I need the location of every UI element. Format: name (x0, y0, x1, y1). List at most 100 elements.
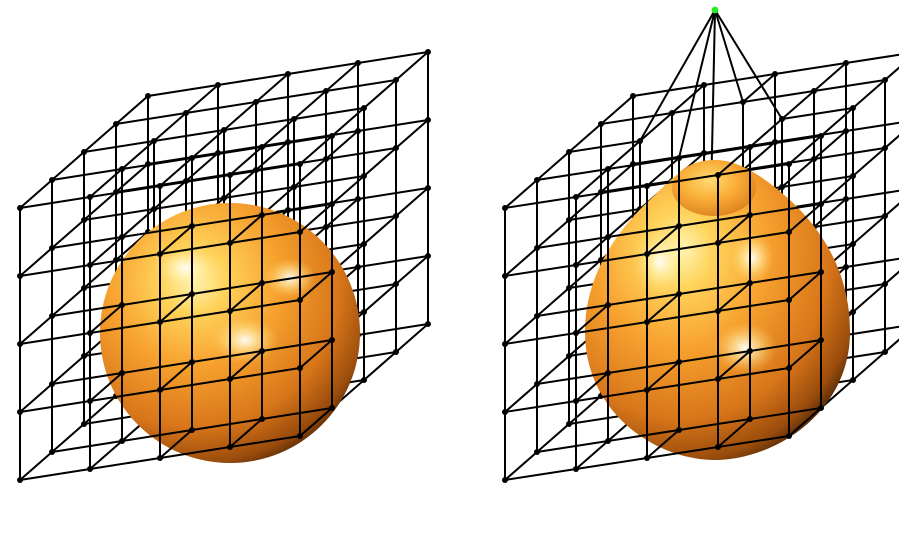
control-point (850, 241, 856, 247)
control-point (17, 273, 23, 279)
control-point (779, 184, 785, 190)
control-point (227, 172, 233, 178)
control-point (779, 116, 785, 122)
control-point (81, 217, 87, 223)
control-point (644, 455, 650, 461)
control-point (573, 330, 579, 336)
control-point (669, 110, 675, 116)
control-point (259, 144, 265, 150)
control-point (786, 433, 792, 439)
control-point (818, 405, 824, 411)
control-point (189, 155, 195, 161)
control-point (17, 341, 23, 347)
control-point (534, 313, 540, 319)
control-point (87, 330, 93, 336)
panel-undeformed (17, 49, 431, 483)
control-point (566, 421, 572, 427)
control-point (361, 173, 367, 179)
control-point (259, 348, 265, 354)
control-point (157, 319, 163, 325)
control-point (566, 285, 572, 291)
control-point (297, 365, 303, 371)
control-point (17, 205, 23, 211)
control-point (393, 281, 399, 287)
control-point (786, 161, 792, 167)
control-point (747, 280, 753, 286)
control-point (818, 269, 824, 275)
control-point (811, 88, 817, 94)
control-point (227, 240, 233, 246)
control-point (291, 116, 297, 122)
control-point (850, 309, 856, 315)
control-point (183, 110, 189, 116)
control-point (843, 60, 849, 66)
control-point (329, 405, 335, 411)
control-point (361, 241, 367, 247)
control-point (297, 161, 303, 167)
control-point (818, 201, 824, 207)
control-point (598, 121, 604, 127)
control-point (323, 224, 329, 230)
control-point (81, 421, 87, 427)
control-point (215, 82, 221, 88)
control-point (49, 313, 55, 319)
control-point (17, 409, 23, 415)
control-point (843, 196, 849, 202)
control-point (329, 337, 335, 343)
control-point (676, 291, 682, 297)
lattice-edge (715, 10, 782, 119)
control-point (361, 309, 367, 315)
control-point (361, 377, 367, 383)
control-point (297, 229, 303, 235)
control-point (630, 93, 636, 99)
control-point (49, 245, 55, 251)
control-point (747, 212, 753, 218)
control-point (113, 121, 119, 127)
control-point (644, 251, 650, 257)
control-point (49, 381, 55, 387)
control-point (502, 477, 508, 483)
control-point (573, 262, 579, 268)
control-point (502, 273, 508, 279)
control-point (676, 359, 682, 365)
control-point (534, 449, 540, 455)
control-point (119, 234, 125, 240)
control-point (425, 253, 431, 259)
control-point (573, 466, 579, 472)
control-point (87, 194, 93, 200)
control-point (644, 183, 650, 189)
control-point (850, 173, 856, 179)
control-point (157, 387, 163, 393)
control-point (747, 144, 753, 150)
control-point (502, 409, 508, 415)
control-point (87, 262, 93, 268)
control-point (189, 359, 195, 365)
control-point (355, 60, 361, 66)
control-point (227, 308, 233, 314)
control-point (676, 427, 682, 433)
control-point (715, 376, 721, 382)
moved-control-point (712, 7, 719, 14)
control-point (502, 205, 508, 211)
control-point (850, 377, 856, 383)
control-point (425, 321, 431, 327)
control-point (81, 285, 87, 291)
control-point (786, 229, 792, 235)
control-point (227, 444, 233, 450)
drop-tip-bulge (672, 160, 756, 216)
control-point (566, 353, 572, 359)
control-point (605, 302, 611, 308)
control-point (882, 281, 888, 287)
control-point (573, 194, 579, 200)
control-point (605, 438, 611, 444)
control-point (119, 370, 125, 376)
control-point (151, 138, 157, 144)
control-point (425, 49, 431, 55)
control-point (329, 201, 335, 207)
control-point (189, 223, 195, 229)
control-point (715, 308, 721, 314)
control-point (151, 206, 157, 212)
control-point (119, 302, 125, 308)
control-point (676, 155, 682, 161)
